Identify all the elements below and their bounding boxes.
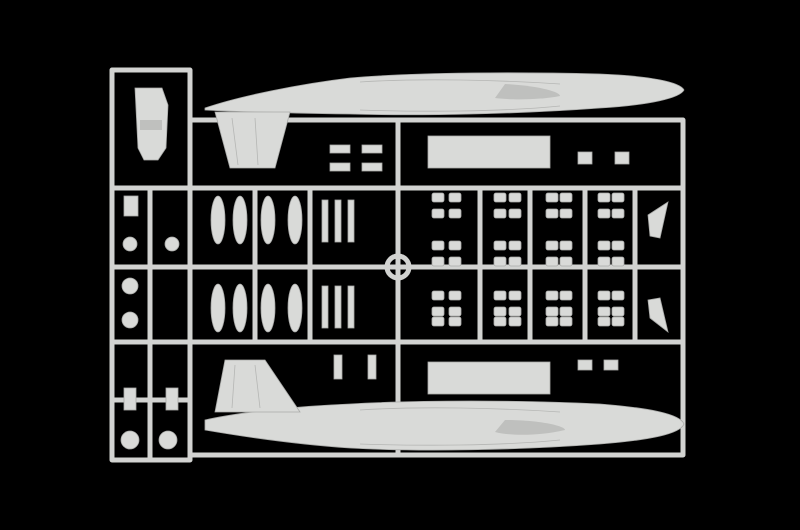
small-part xyxy=(493,316,507,327)
small-part xyxy=(448,256,462,267)
upper-fuselage-half xyxy=(204,72,685,169)
small-part xyxy=(431,208,445,219)
small-part xyxy=(431,290,445,301)
small-part xyxy=(597,192,611,203)
small-part xyxy=(597,208,611,219)
small-parts-top xyxy=(329,144,630,172)
small-part xyxy=(448,192,462,203)
small-parts-grid xyxy=(431,192,625,327)
lower-rect-panel xyxy=(427,361,551,395)
sprue-frame xyxy=(109,67,686,463)
small-part xyxy=(597,316,611,327)
small-part xyxy=(508,192,522,203)
small-part xyxy=(508,316,522,327)
wheels xyxy=(120,195,180,450)
small-part xyxy=(545,306,559,317)
sprue-hub xyxy=(384,253,412,281)
small-part xyxy=(431,306,445,317)
small-part xyxy=(559,240,573,251)
small-part xyxy=(545,192,559,203)
small-part xyxy=(508,256,522,267)
small-part xyxy=(493,208,507,219)
small-part xyxy=(508,290,522,301)
small-part xyxy=(493,256,507,267)
small-part xyxy=(493,306,507,317)
fin-lower-right xyxy=(647,297,669,334)
fin-upper-right xyxy=(647,201,669,239)
small-part xyxy=(431,316,445,327)
small-part xyxy=(431,240,445,251)
small-part xyxy=(508,208,522,219)
small-part xyxy=(559,192,573,203)
small-part xyxy=(597,290,611,301)
small-part xyxy=(431,256,445,267)
small-part xyxy=(611,192,625,203)
small-part xyxy=(545,290,559,301)
small-part xyxy=(611,256,625,267)
small-part xyxy=(508,306,522,317)
small-parts-bottom xyxy=(333,354,619,380)
small-part xyxy=(545,256,559,267)
small-part xyxy=(448,240,462,251)
stores-group-lower xyxy=(210,283,355,333)
small-part xyxy=(493,240,507,251)
small-part xyxy=(545,240,559,251)
small-part xyxy=(493,290,507,301)
small-part xyxy=(559,208,573,219)
small-part xyxy=(559,316,573,327)
small-part xyxy=(559,290,573,301)
small-part xyxy=(448,316,462,327)
small-part xyxy=(448,208,462,219)
small-part xyxy=(611,208,625,219)
small-part xyxy=(611,290,625,301)
lower-fuselage-half xyxy=(204,359,685,451)
small-part xyxy=(508,240,522,251)
small-part xyxy=(545,316,559,327)
small-part xyxy=(493,192,507,203)
small-part xyxy=(611,316,625,327)
small-part xyxy=(431,192,445,203)
small-part xyxy=(545,208,559,219)
small-part xyxy=(611,306,625,317)
small-part xyxy=(597,306,611,317)
small-part xyxy=(597,240,611,251)
small-part xyxy=(559,306,573,317)
stores-group-upper xyxy=(210,195,355,245)
small-part xyxy=(611,240,625,251)
upper-rect-panel xyxy=(427,135,551,169)
small-part xyxy=(448,306,462,317)
cockpit-part xyxy=(134,87,169,161)
small-part xyxy=(559,256,573,267)
small-part xyxy=(597,256,611,267)
small-part xyxy=(448,290,462,301)
